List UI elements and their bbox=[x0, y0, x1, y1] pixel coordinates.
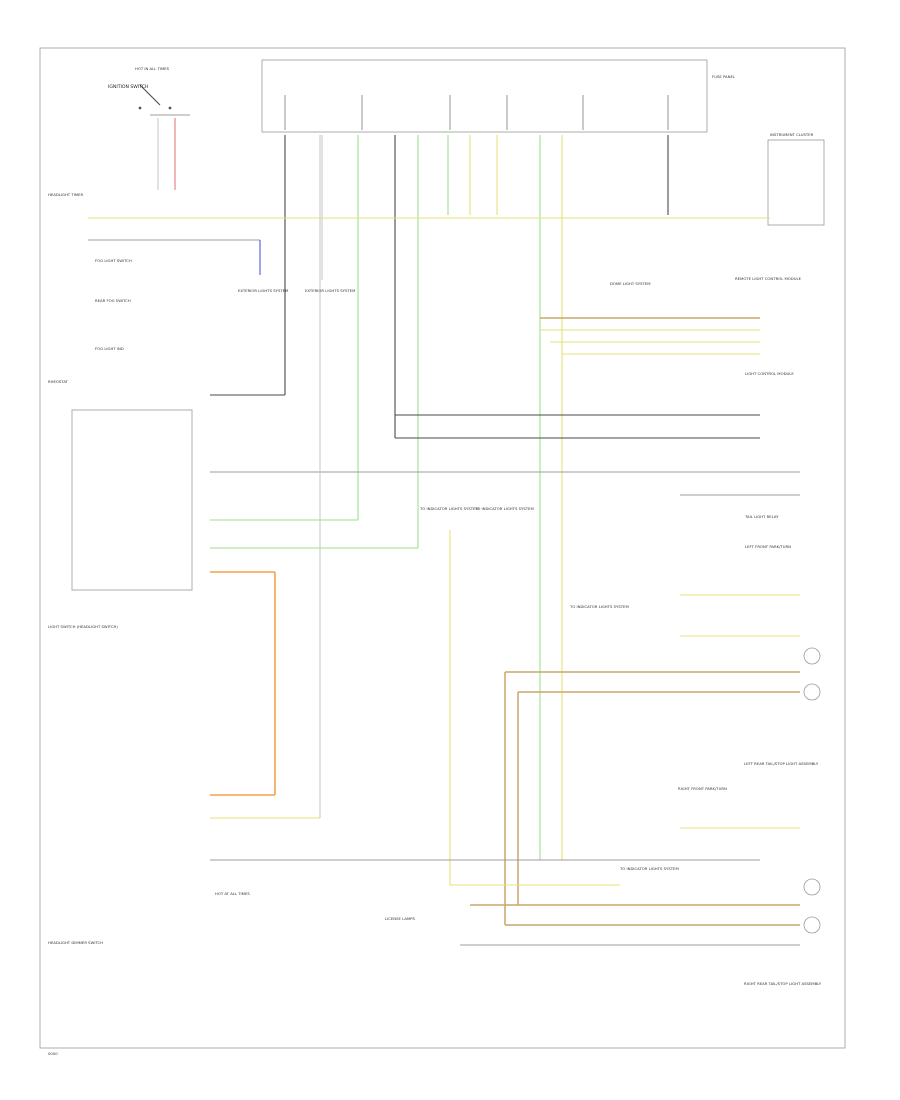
instrument-cluster-box bbox=[767, 139, 825, 226]
diagram-frame bbox=[39, 47, 846, 1049]
label-lh-rear-lamp: LEFT REAR TAIL/STOP LIGHT ASSEMBLY bbox=[744, 761, 819, 766]
fuse-row bbox=[284, 95, 669, 130]
label-wiring-text-d: TO INDICATOR LIGHTS SYSTEM bbox=[619, 866, 679, 871]
label-rh-rear-lamp: RIGHT REAR TAIL/STOP LIGHT ASSEMBLY bbox=[744, 981, 822, 986]
label-lh-front-park: LEFT FRONT PARK/TURN bbox=[745, 544, 791, 549]
label-fog-light-ind: FOG LIGHT IND bbox=[95, 346, 124, 351]
label-wiring-text-a: TO INDICATOR LIGHTS SYSTEM bbox=[419, 506, 479, 511]
label-rear-fog-switch: REAR FOG SWITCH bbox=[95, 298, 131, 303]
label-headlight-switch: LIGHT SWITCH (HEADLIGHT SWITCH) bbox=[48, 624, 118, 629]
label-ignition-switch: IGNITION SWITCH bbox=[108, 84, 148, 90]
label-tail-light-relay: TAIL LIGHT RELAY bbox=[744, 514, 779, 519]
label-exterior-lights-b: EXTERIOR LIGHTS SYSTEM bbox=[305, 288, 355, 293]
label-wiring-text-b: TO INDICATOR LIGHTS SYSTEM bbox=[474, 506, 534, 511]
label-wiring-text-c: TO INDICATOR LIGHTS SYSTEM bbox=[569, 604, 629, 609]
label-rh-front-park: RIGHT FRONT PARK/TURN bbox=[678, 786, 727, 791]
label-license-lamps: LICENSE LAMPS bbox=[385, 916, 416, 921]
label-exterior-lights-a: EXTERIOR LIGHTS SYSTEM bbox=[238, 288, 288, 293]
label-headlight-timer: HEADLIGHT TIMER bbox=[48, 192, 83, 197]
label-fuse-panel: FUSE PANEL bbox=[712, 74, 736, 79]
label-dome-light-system: DOME LIGHT SYSTEM bbox=[610, 281, 651, 286]
vertical-wires bbox=[284, 135, 669, 860]
label-light-control-module: LIGHT CONTROL MODULE bbox=[745, 371, 794, 376]
label-hot-in-all-times: HOT IN ALL TIMES bbox=[135, 66, 170, 71]
light-switch-box bbox=[71, 409, 193, 591]
label-headlight-dimmer: HEADLIGHT DIMMER SWITCH bbox=[48, 940, 103, 945]
label-fog-light-switch: FOG LIGHT SWITCH bbox=[95, 258, 132, 263]
horizontal-wires bbox=[88, 135, 800, 946]
lamp-symbols bbox=[803, 647, 821, 934]
label-instrument-cluster: INSTRUMENT CLUSTER bbox=[770, 132, 814, 137]
label-hot-at-all-times: HOT AT ALL TIMES bbox=[215, 891, 250, 896]
ignition-switch bbox=[138, 84, 190, 190]
label-remote-light-control: REMOTE LIGHT CONTROL MODULE bbox=[735, 276, 802, 281]
label-rheostat: RHEOSTAT bbox=[48, 379, 69, 384]
label-page-id: 0000 bbox=[48, 1051, 58, 1056]
fuse-panel-box bbox=[261, 59, 708, 133]
